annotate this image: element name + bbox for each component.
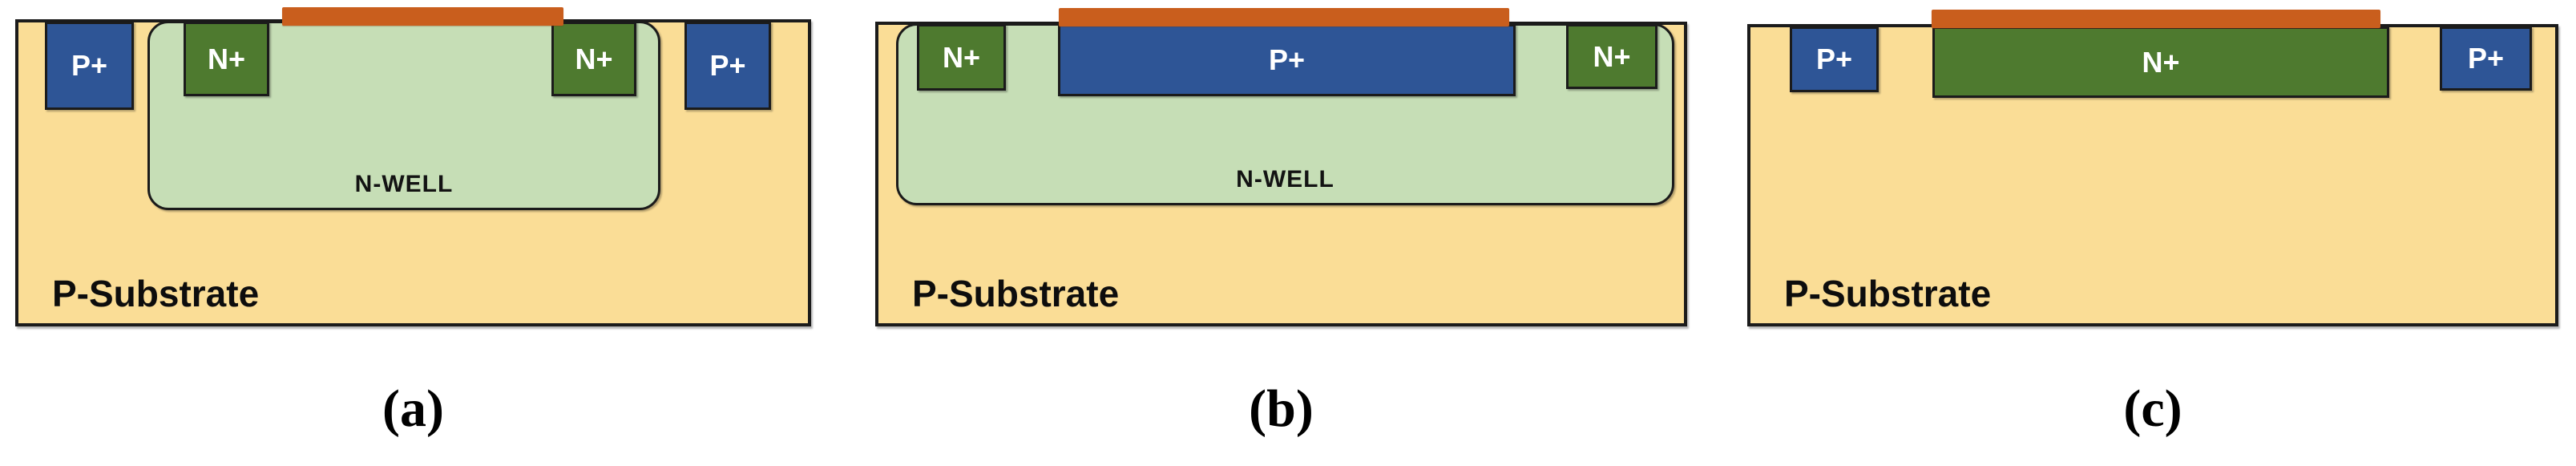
- p-substrate-b: N-WELL N+ P+ N+ P-Substrate: [875, 22, 1687, 326]
- n-plus-label: N+: [575, 42, 613, 75]
- n-plus-label: N+: [207, 42, 246, 75]
- p-plus-region-right-a: P+: [684, 22, 771, 110]
- p-plus-label: P+: [1268, 43, 1306, 76]
- substrate-label-b: P-Substrate: [912, 273, 1120, 314]
- gate-electrode-c: [1932, 10, 2380, 28]
- p-substrate-a: N-WELL P+ N+ N+ P+ P-Substrate: [15, 19, 811, 326]
- panel-a: N-WELL P+ N+ N+ P+ P-Substrate (a): [15, 0, 811, 466]
- panel-label-c: (c): [2123, 379, 2182, 438]
- panel-label-a: (a): [382, 379, 444, 438]
- n-plus-label: N+: [2142, 45, 2180, 79]
- n-plus-region-right-a: N+: [551, 22, 636, 96]
- p-plus-region-left-c: P+: [1790, 26, 1879, 92]
- substrate-label-a: P-Substrate: [52, 273, 260, 314]
- n-plus-region-right-b: N+: [1566, 24, 1657, 89]
- n-plus-region-center-c: N+: [1932, 26, 2389, 98]
- gate-electrode-b: [1059, 8, 1509, 26]
- n-plus-region-left-a: N+: [184, 22, 269, 96]
- p-plus-region-right-c: P+: [2440, 26, 2532, 91]
- p-substrate-c: P+ N+ P+ P-Substrate: [1747, 24, 2558, 326]
- n-plus-label: N+: [1593, 39, 1631, 73]
- gate-electrode-a: [282, 7, 563, 26]
- p-plus-label: P+: [71, 49, 108, 82]
- panel-label-b: (b): [1249, 379, 1314, 438]
- panel-b: N-WELL N+ P+ N+ P-Substrate (b): [875, 0, 1687, 466]
- p-plus-label: P+: [1815, 43, 1853, 75]
- p-plus-region-center-b: P+: [1058, 24, 1516, 96]
- p-plus-label: P+: [709, 49, 746, 82]
- n-plus-label: N+: [942, 40, 981, 74]
- n-well-label-a: N-WELL: [354, 171, 454, 197]
- substrate-label-c: P-Substrate: [1784, 273, 1992, 314]
- p-plus-label: P+: [2467, 42, 2505, 75]
- panel-c: P+ N+ P+ P-Substrate (c): [1747, 0, 2558, 466]
- n-plus-region-left-b: N+: [917, 24, 1006, 91]
- p-plus-region-left-a: P+: [45, 22, 134, 110]
- n-well-label-b: N-WELL: [1236, 166, 1334, 192]
